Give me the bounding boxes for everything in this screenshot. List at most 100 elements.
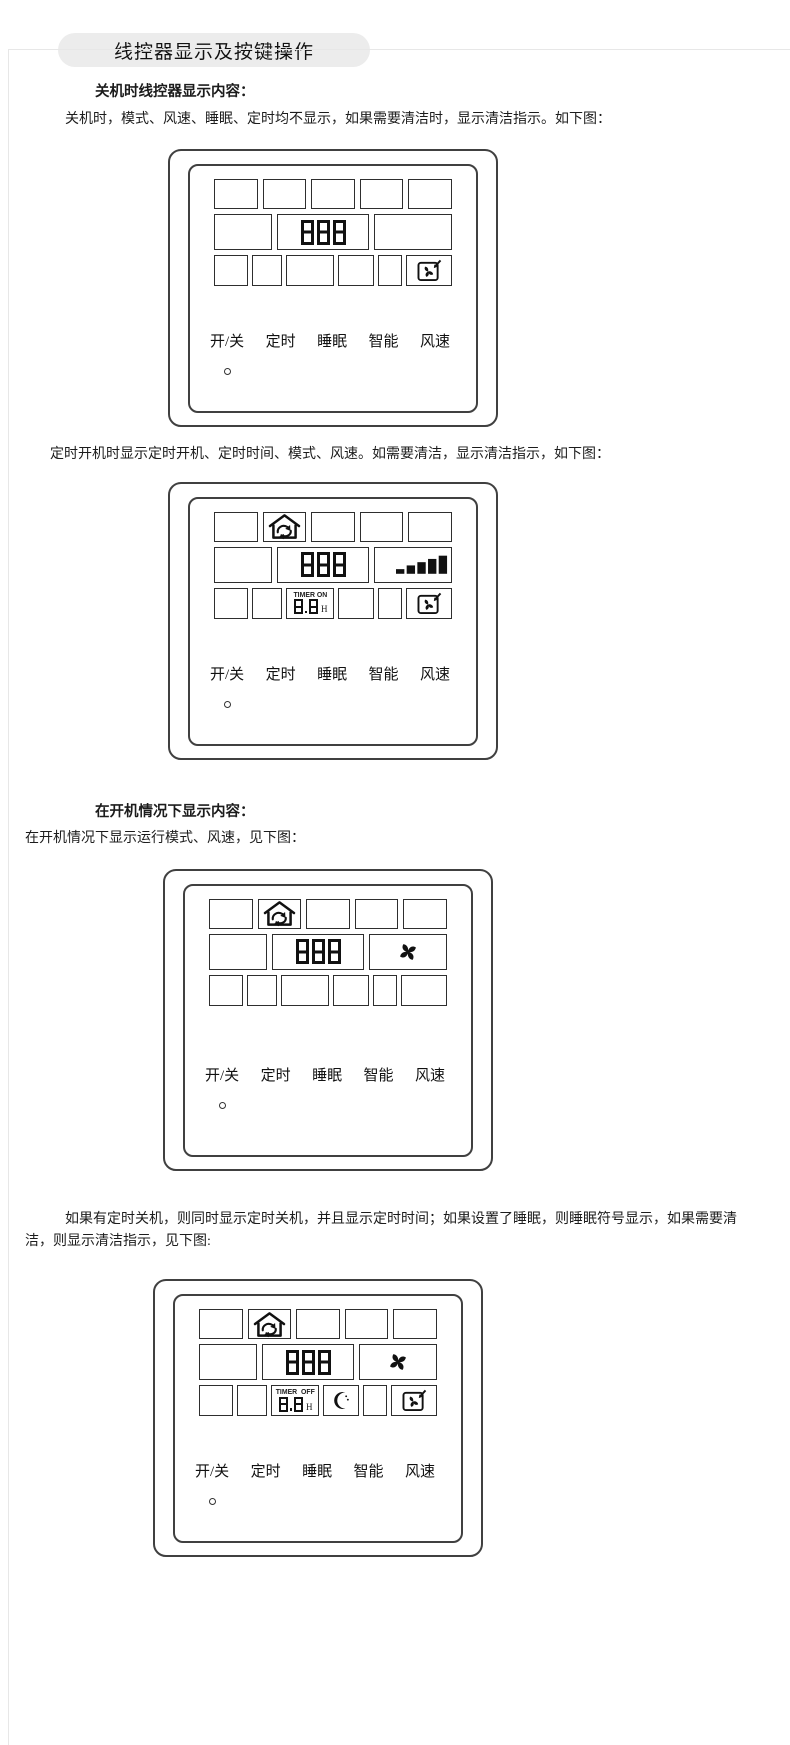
timer-button[interactable]: 定时 xyxy=(265,334,296,351)
button-row: 开/关 定时 睡眠 智能 风速 xyxy=(205,1064,445,1085)
button-row: 开/关 定时 睡眠 智能 风速 xyxy=(210,663,450,684)
lcd-cell xyxy=(209,933,267,970)
main-display-cell xyxy=(272,933,364,970)
clean-indicator-icon xyxy=(417,592,441,614)
controller-face: TIMER ON H xyxy=(188,496,478,746)
lcd-cell xyxy=(393,1309,437,1340)
power-button[interactable]: 开/关 xyxy=(205,1067,240,1084)
lcd-cell xyxy=(333,974,369,1006)
main-display-cell xyxy=(277,214,369,251)
temperature-digits xyxy=(294,939,342,965)
timer-button[interactable]: 定时 xyxy=(250,1464,281,1481)
lcd-cell xyxy=(214,214,272,251)
moon-sleep-icon xyxy=(333,1392,349,1410)
temperature-digits xyxy=(299,219,347,245)
button-row: 开/关 定时 睡眠 智能 风速 xyxy=(195,1460,435,1481)
clean-indicator-icon xyxy=(417,259,441,282)
fan-speed-button[interactable]: 风速 xyxy=(404,1464,435,1481)
mode-cell xyxy=(262,511,307,542)
lcd-display: TIMER OFF H xyxy=(199,1309,437,1417)
timer-unit-label: H xyxy=(306,1401,313,1412)
timer-off-label: TIMER OFF xyxy=(275,1387,315,1397)
lcd-cell xyxy=(311,511,355,542)
lcd-cell xyxy=(359,179,404,210)
clean-indicator-cell xyxy=(391,1385,437,1417)
indicator-led xyxy=(219,1101,226,1109)
lcd-cell xyxy=(247,974,277,1006)
sleep-button[interactable]: 睡眠 xyxy=(317,666,348,683)
lcd-cell xyxy=(338,255,374,287)
sleep-button[interactable]: 睡眠 xyxy=(317,334,348,351)
timer-on-label: TIMER ON xyxy=(293,589,327,599)
fan-speed-ramp-icon xyxy=(396,555,448,574)
timer-button[interactable]: 定时 xyxy=(265,666,296,683)
fan-cell xyxy=(359,1344,437,1381)
controller-face: 开/关 定时 睡眠 智能 风速 xyxy=(183,883,473,1157)
power-button[interactable]: 开/关 xyxy=(210,666,245,683)
lcd-cell xyxy=(378,587,402,619)
lcd-row-modes xyxy=(214,511,452,542)
lcd-cell xyxy=(237,1385,267,1417)
lcd-cell xyxy=(252,587,282,619)
fan-speed-button[interactable]: 风速 xyxy=(419,334,450,351)
fan-icon xyxy=(390,1354,406,1371)
smart-button[interactable]: 智能 xyxy=(363,1067,394,1084)
lcd-row-main xyxy=(214,546,452,583)
lcd-cell xyxy=(214,255,248,287)
lcd-cell xyxy=(408,179,452,210)
lcd-row-timer: TIMER ON H xyxy=(214,587,452,619)
indicator-led xyxy=(224,700,231,708)
timer-button[interactable]: 定时 xyxy=(260,1067,291,1084)
indicator-led xyxy=(209,1498,216,1506)
sleep-cell xyxy=(323,1385,359,1417)
controller-diagram-off-state: 开/关 定时 睡眠 智能 风速 xyxy=(168,149,498,428)
lcd-cell xyxy=(214,546,272,583)
lcd-cell xyxy=(286,255,334,287)
sleep-button[interactable]: 睡眠 xyxy=(302,1464,333,1481)
smart-button[interactable]: 智能 xyxy=(368,334,399,351)
mode-cell xyxy=(257,898,302,929)
main-display-cell xyxy=(277,546,369,583)
lcd-cell xyxy=(281,974,329,1006)
lcd-row-timer: TIMER OFF H xyxy=(199,1385,437,1417)
lcd-cell xyxy=(209,898,253,929)
fan-speed-button[interactable]: 风速 xyxy=(414,1067,445,1084)
lcd-cell xyxy=(199,1309,243,1340)
power-button[interactable]: 开/关 xyxy=(210,334,245,351)
clean-indicator-cell xyxy=(406,587,452,619)
mode-house-icon xyxy=(263,901,296,927)
temperature-digits xyxy=(299,552,347,578)
sleep-button[interactable]: 睡眠 xyxy=(312,1067,343,1084)
mode-house-icon xyxy=(268,514,301,540)
lcd-display xyxy=(214,179,452,287)
smart-button[interactable]: 智能 xyxy=(368,666,399,683)
controller-diagram-timer-off: TIMER OFF H xyxy=(153,1279,483,1558)
lcd-cell xyxy=(373,974,397,1006)
mode-house-icon xyxy=(253,1312,286,1338)
controller-diagram-on-state: 开/关 定时 睡眠 智能 风速 xyxy=(163,868,493,1171)
scan-border-horizontal xyxy=(8,49,790,50)
page-title-text: 线控器显示及按键操作 xyxy=(113,41,314,63)
fan-cell xyxy=(369,933,447,970)
lcd-cell xyxy=(252,255,282,287)
lcd-row-main xyxy=(214,214,452,251)
mode-cell xyxy=(247,1309,292,1340)
lcd-cell xyxy=(209,974,243,1006)
main-display-cell xyxy=(262,1344,354,1381)
clean-indicator-cell xyxy=(406,255,452,287)
timer-display-cell: TIMER ON H xyxy=(286,587,334,619)
lcd-row-main xyxy=(209,933,447,970)
lcd-row-timer xyxy=(214,255,452,287)
timer-digits xyxy=(278,1396,305,1412)
heading-on-state: 在开机情况下显示内容： xyxy=(95,803,255,820)
fan-speed-button[interactable]: 风速 xyxy=(419,666,450,683)
smart-button[interactable]: 智能 xyxy=(353,1464,384,1481)
paragraph-on-state: 在开机情况下显示运行模式、风速，见下图： xyxy=(25,831,305,847)
controller-face: 开/关 定时 睡眠 智能 风速 xyxy=(188,164,478,414)
lcd-row-main xyxy=(199,1344,437,1381)
lcd-cell xyxy=(338,587,374,619)
paragraph-timer-on: 定时开机时显示定时开机、定时时间、模式、风速。如需要清洁，显示清洁指示，如下图： xyxy=(50,447,610,463)
lcd-cell xyxy=(262,179,307,210)
power-button[interactable]: 开/关 xyxy=(195,1464,230,1481)
lcd-cell xyxy=(359,511,404,542)
